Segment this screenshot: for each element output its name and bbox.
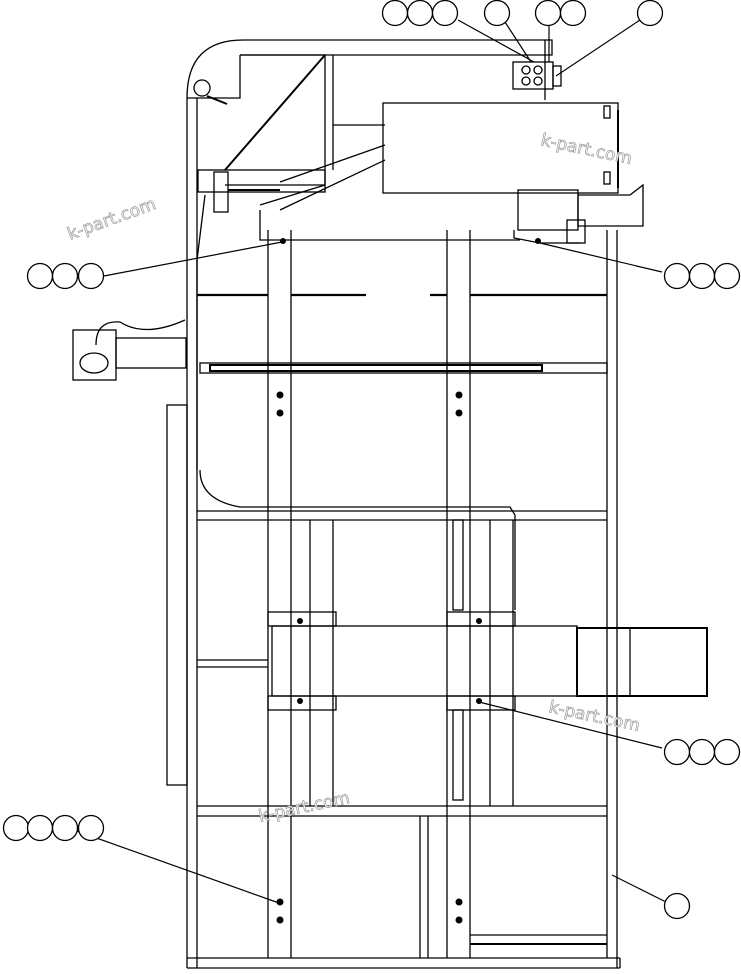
motor-housing <box>259 102 619 241</box>
callout-left-lower[interactable] <box>2 814 105 842</box>
svg-text:k-part.com: k-part.com <box>65 194 159 244</box>
cross-beam <box>267 611 708 711</box>
top-hopper <box>187 54 385 213</box>
callout-left-upper[interactable] <box>26 262 105 290</box>
right-bracket <box>513 183 644 244</box>
callout-right-lower[interactable] <box>663 738 741 766</box>
svg-text:k-part.com: k-part.com <box>547 697 642 736</box>
callout-right-upper[interactable] <box>663 262 741 290</box>
callout-top-2[interactable] <box>483 0 511 27</box>
callout-top-3[interactable] <box>534 0 587 27</box>
callout-bottom-right[interactable] <box>663 892 691 920</box>
main-frame <box>186 39 621 969</box>
side-plate <box>166 404 188 786</box>
callout-top-4[interactable] <box>636 0 664 27</box>
callout-top-1[interactable] <box>381 0 459 27</box>
manifold-block <box>512 40 562 100</box>
cable-run <box>199 469 516 610</box>
svg-text:k-part.com: k-part.com <box>539 130 634 169</box>
leader-lines <box>73 19 667 904</box>
bolts <box>276 238 541 924</box>
watermarks: k-part.com k-part.com k-part.com k-part.… <box>65 130 642 827</box>
side-lamp <box>72 319 187 381</box>
svg-text:k-part.com: k-part.com <box>257 788 352 827</box>
